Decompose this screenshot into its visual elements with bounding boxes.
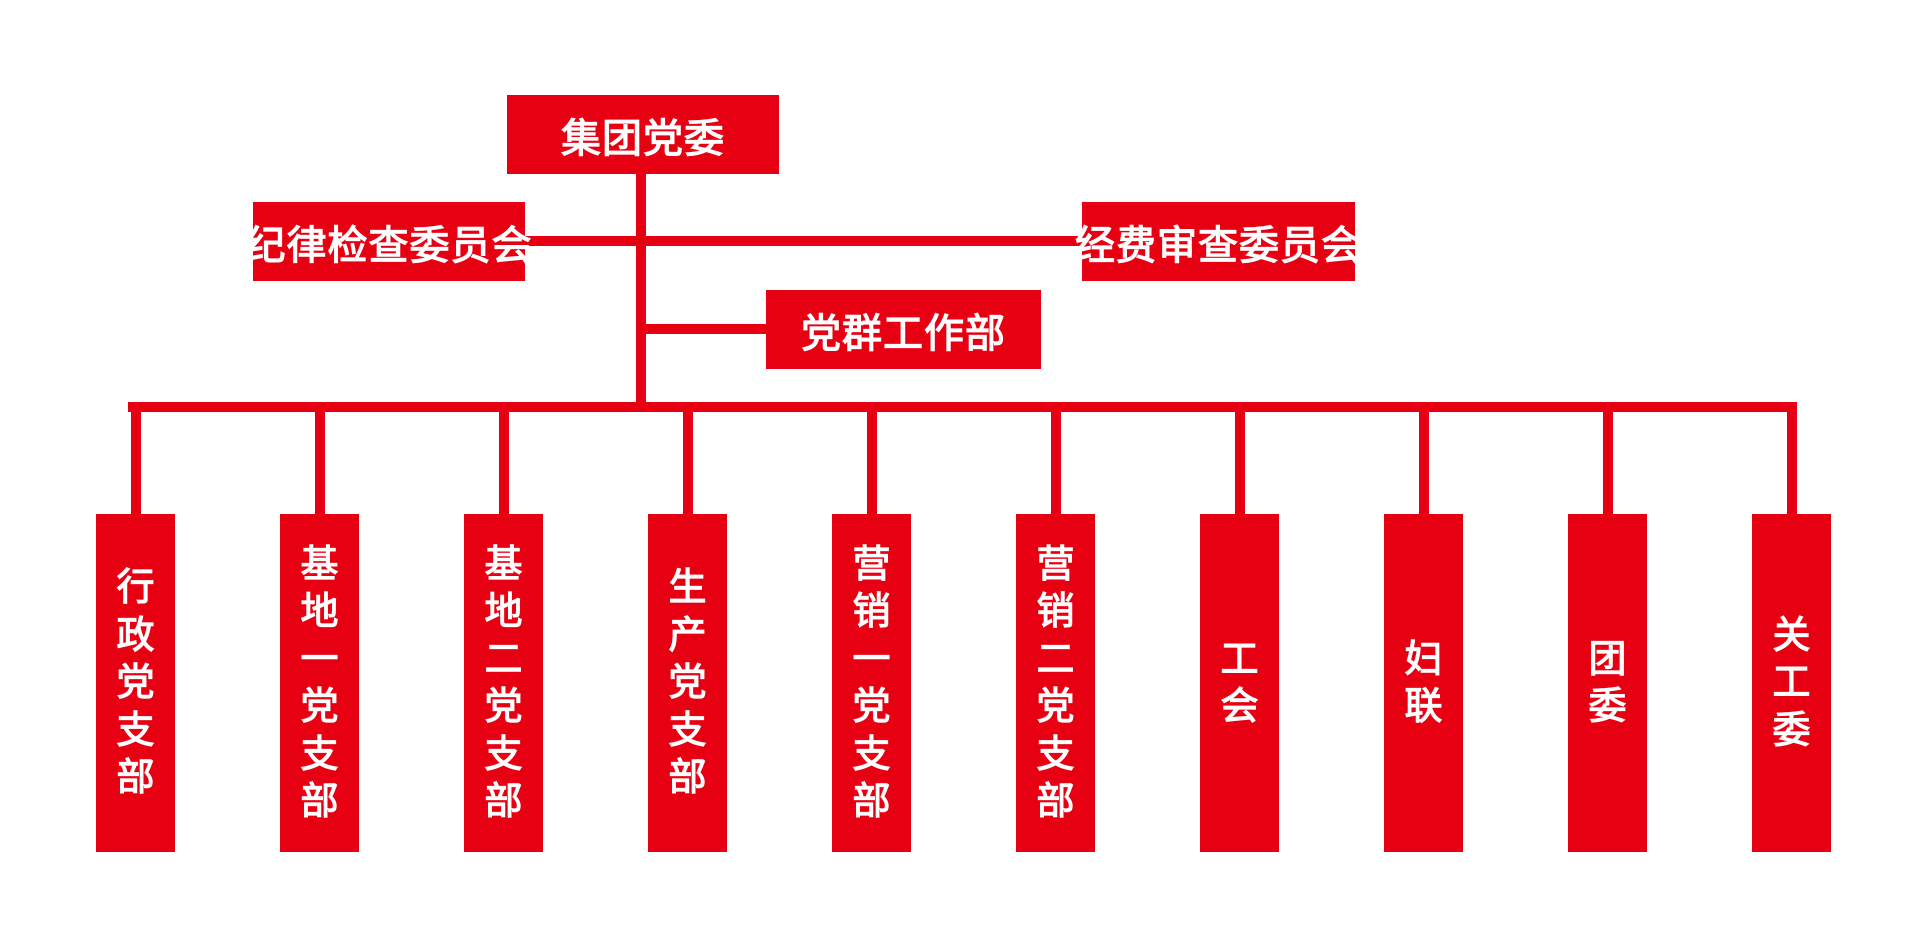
branch-label-char: 妇 [1404,636,1443,681]
branch-node-label: 基地一党支部 [300,541,338,826]
branch-label-char: 党 [852,684,891,728]
branch-drop-line [866,402,877,514]
branch-node-label: 妇联 [1404,636,1442,731]
branch-label-char: 一 [852,636,891,681]
branch-label-char: 营 [1036,541,1075,586]
branch-label-char: 党 [300,684,339,728]
branch-label-char: 产 [668,612,707,657]
branch-label-char: 支 [300,731,339,776]
branch-label-char: 销 [852,589,891,633]
branch-label-char: 二 [484,636,523,681]
branch-label-char: 党 [484,684,523,728]
branch-node: 基地二党支部 [464,514,543,852]
branch-node-label: 团委 [1588,636,1626,731]
discipline-committee-node: 纪律检查委员会 [246,202,532,281]
branch-node-label: 工会 [1220,636,1258,731]
branch-label-char: 部 [116,755,155,800]
audit-committee-label: 经费审查委员会 [1075,222,1362,269]
branch-label-char: 支 [116,707,155,752]
branch-label-char: 支 [1036,731,1075,776]
branch-label-char: 会 [1220,684,1259,728]
branch-label-char: 部 [1036,779,1075,823]
branch-node-label: 基地二党支部 [484,541,522,826]
branch-node: 妇联 [1384,514,1463,852]
branch-node: 营销二党支部 [1016,514,1095,852]
branch-label-char: 行 [116,565,155,610]
branch-drop-line [1418,402,1429,514]
branch-node-label: 营销一党支部 [852,541,890,826]
branch-drop-line [1050,402,1061,514]
committee-connector-line [525,236,1082,246]
branch-node: 营销一党支部 [832,514,911,852]
branch-node: 团委 [1568,514,1647,852]
branch-label-char: 支 [484,731,523,776]
branch-bus-line [128,402,1789,412]
branch-label-char: 部 [300,779,339,823]
branch-label-char: 政 [116,612,155,657]
top-node-label: 集团党委 [561,115,725,162]
party-affairs-dept-label: 党群工作部 [801,310,1006,357]
branch-label-char: 工 [1772,660,1811,705]
branch-label-char: 党 [116,660,155,705]
branch-node: 关工委 [1752,514,1831,852]
branch-drop-line [130,402,141,514]
discipline-committee-label: 纪律检查委员会 [245,222,533,269]
branch-drop-line [1602,402,1613,514]
branch-label-char: 支 [668,707,707,752]
branch-label-char: 党 [668,660,707,705]
branch-node: 生产党支部 [648,514,727,852]
branch-label-char: 生 [668,565,707,610]
branch-label-char: 二 [1036,636,1075,681]
branch-drop-line [498,402,509,514]
branch-node-label: 生产党支部 [668,564,706,802]
branch-drop-line [1234,402,1245,514]
branch-label-char: 地 [484,589,523,633]
branch-label-char: 团 [1588,636,1627,681]
branch-label-char: 地 [300,589,339,633]
branch-drop-line [314,402,325,514]
branch-label-char: 联 [1404,684,1443,728]
branch-node: 行政党支部 [96,514,175,852]
branch-label-char: 销 [1036,589,1075,633]
branch-label-char: 委 [1772,707,1811,752]
branch-label-char: 部 [852,779,891,823]
branch-label-char: 基 [300,541,339,586]
branch-drop-line [1786,402,1797,514]
branch-label-char: 党 [1036,684,1075,728]
branch-label-char: 工 [1220,636,1259,681]
branch-node: 工会 [1200,514,1279,852]
top-node-party-committee: 集团党委 [507,95,779,174]
branch-node-label: 关工委 [1772,612,1810,755]
audit-committee-node: 经费审查委员会 [1075,202,1361,281]
branch-node-label: 行政党支部 [116,564,154,802]
branch-label-char: 部 [484,779,523,823]
trunk-line [636,174,646,410]
branch-node: 基地一党支部 [280,514,359,852]
branch-label-char: 部 [668,755,707,800]
branch-label-char: 支 [852,731,891,776]
branch-label-char: 基 [484,541,523,586]
branch-drop-line [682,402,693,514]
branch-label-char: 委 [1588,684,1627,728]
party-affairs-dept-node: 党群工作部 [766,290,1041,369]
branch-label-char: 一 [300,636,339,681]
branch-label-char: 关 [1772,612,1811,657]
dept-connector-line [646,324,766,334]
branch-label-char: 营 [852,541,891,586]
branch-node-label: 营销二党支部 [1036,541,1074,826]
